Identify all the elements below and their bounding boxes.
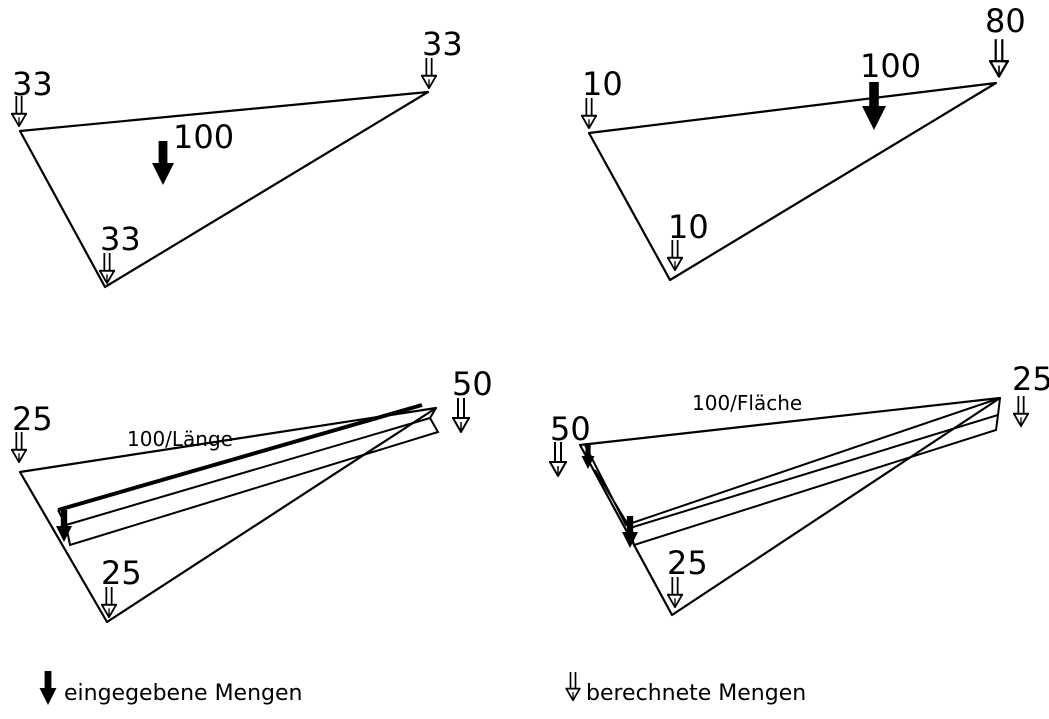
computed-arrow-icon — [564, 672, 582, 702]
vertex-value: 25 — [1012, 360, 1049, 398]
area-load-band — [584, 397, 1001, 547]
computed-arrow-icon — [451, 398, 471, 433]
vertex-value: 50 — [452, 365, 493, 403]
vertex-value: 25 — [12, 400, 53, 438]
vertex-value: 33 — [12, 65, 53, 103]
input-arrow-icon — [39, 671, 57, 705]
panel-bottom-left: 100/Länge 25 50 25 — [10, 365, 493, 624]
vertex-value: 33 — [422, 25, 463, 63]
vertex-value: 33 — [100, 220, 141, 258]
line-load-band — [57, 403, 423, 512]
vertex-value: 80 — [985, 2, 1026, 40]
triangle-top-left — [18, 90, 430, 289]
triangle-bottom-right — [578, 396, 1002, 617]
vertex-value: 10 — [582, 65, 623, 103]
input-arrow-icon — [152, 141, 174, 185]
computed-arrow-icon — [988, 38, 1010, 78]
vertex-value: 25 — [101, 554, 142, 592]
line-load-band — [57, 407, 440, 547]
input-value: 100 — [860, 47, 921, 85]
triangle-top-right — [587, 81, 998, 282]
legend-input-label: eingegebene Mengen — [64, 681, 302, 706]
vertex-value: 50 — [550, 410, 591, 448]
input-value: 100/Fläche — [692, 391, 802, 415]
input-arrow-icon — [862, 82, 886, 130]
panel-top-right: 100 10 80 10 — [580, 2, 1026, 282]
vertex-value: 25 — [667, 544, 708, 582]
panel-top-left: 100 33 33 33 — [10, 25, 463, 289]
vertex-value: 10 — [668, 208, 709, 246]
computed-arrow-icon — [1012, 396, 1030, 428]
panel-bottom-right: 100/Fläche 50 25 25 — [548, 360, 1049, 617]
input-value: 100 — [173, 118, 234, 156]
input-value: 100/Länge — [127, 427, 233, 451]
legend: eingegebene Mengen berechnete Mengen — [39, 671, 806, 706]
legend-computed-label: berechnete Mengen — [586, 681, 806, 706]
triangle-bottom-left — [18, 406, 438, 624]
